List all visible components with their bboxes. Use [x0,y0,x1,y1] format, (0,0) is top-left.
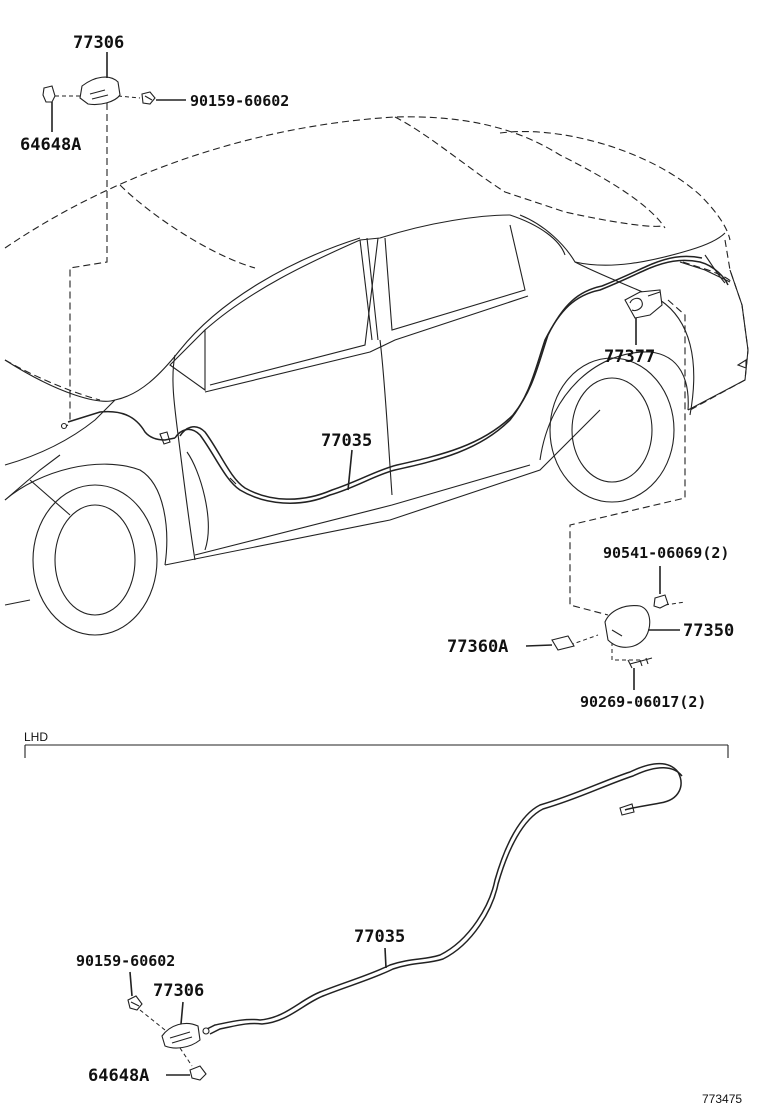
callout-90269: 90269-06017(2) [580,693,706,711]
callout-77360a: 77360A [447,637,508,657]
callout-labels: 77306 90159-60602 64648A 77377 77035 905… [20,33,742,1106]
fuel-lid-77350 [604,605,651,648]
callout-lower-90159: 90159-60602 [76,952,175,970]
callout-77350: 77350 [683,621,734,641]
upper-dashed-routes [55,95,686,661]
callout-lower-77306: 77306 [153,981,204,1001]
callout-upper-77035: 77035 [321,431,372,451]
clip-64648a-lower [189,1065,207,1081]
callout-upper-90159: 90159-60602 [190,92,289,110]
clip-64648a-upper [42,85,56,103]
upper-leader-lines [51,52,680,690]
callout-upper-64648a: 64648A [20,135,81,155]
lhd-section [24,744,729,1081]
callout-lower-77035: 77035 [354,927,405,947]
spring-77360a [551,635,575,651]
screw-90269 [627,657,653,669]
callout-upper-77306: 77306 [73,33,124,53]
callout-upper-77377: 77377 [604,347,655,367]
upper-parts [42,76,669,669]
callout-90541: 90541-06069(2) [603,544,729,562]
section-label-lhd: LHD [24,730,48,744]
callout-lower-64648a: 64648A [88,1066,149,1086]
figure-id: 773475 [702,1092,742,1106]
screw-90159-lower [127,995,143,1011]
car-body-solid [4,214,749,636]
lever-77306-lower [161,1022,201,1049]
upper-cable-routing [60,255,729,504]
nut-90541 [653,594,669,609]
